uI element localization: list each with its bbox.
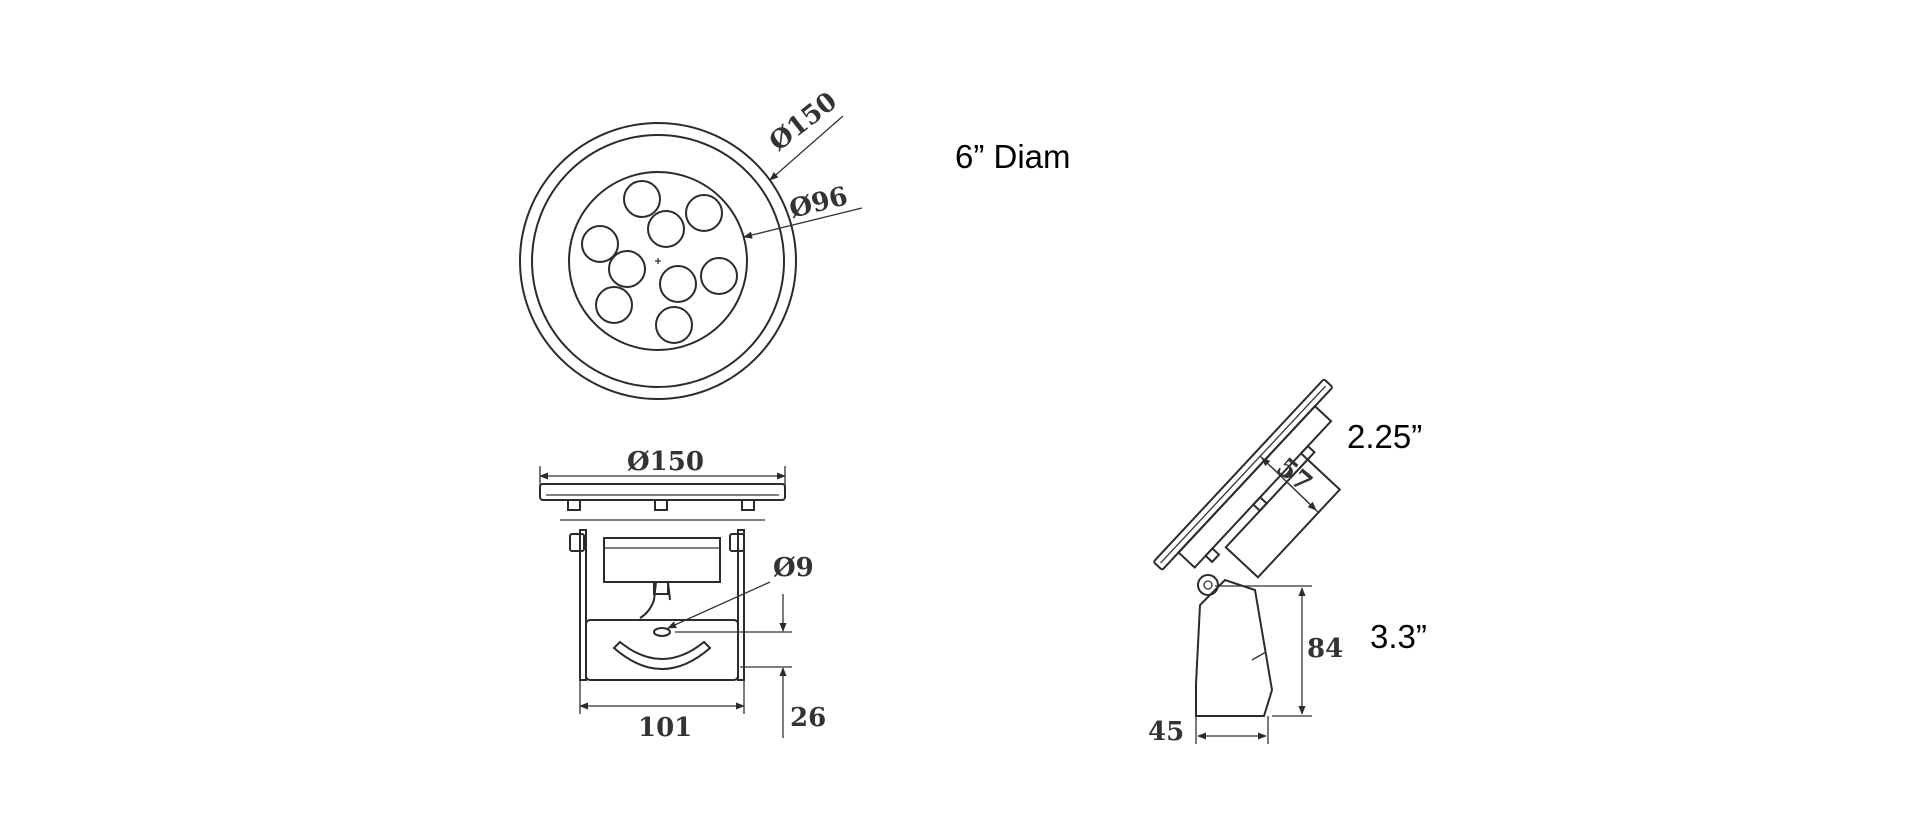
height-note: 3.3” [1370,618,1427,655]
front-view: Ø150 Ø9 26 [539,447,826,743]
pivot-bolt [1197,574,1219,596]
side-view: 57 2.25” 84 3.3” 45 [1148,378,1427,747]
bracket-arm-right [737,529,745,681]
screw-head [567,499,581,511]
mounting-base [585,619,739,681]
inner-diameter-leader [743,207,863,239]
led-lens [623,180,661,218]
flange [539,483,786,501]
bracket-arm-left [579,529,587,681]
outer-diameter-leader [769,115,844,181]
height-label: 84 [1307,634,1343,664]
front-width-label: Ø150 [627,447,704,477]
tilted-housing [1177,404,1333,569]
depth-note: 2.25” [1347,418,1422,455]
cable-hole-label: Ø9 [773,553,814,583]
side-bracket [1195,578,1274,717]
led-lens [647,210,685,248]
cable-hole [653,627,671,637]
led-lens [608,250,646,288]
adjustment-slot [612,640,712,670]
driver-housing [603,537,721,583]
pivot-bolt-center [1203,580,1213,590]
inner-diameter-label: Ø96 [786,181,850,224]
bracket-detail [1251,651,1267,661]
base-label: 45 [1148,717,1184,747]
depth-dimension [1261,457,1317,511]
cable-hole-leader [667,581,771,629]
cable-gland [653,581,669,595]
led-lens [595,286,633,324]
screw-head [654,499,668,511]
outer-rim [519,122,797,400]
led-lens [655,306,693,344]
base-width-label: 101 [638,713,692,743]
lens-face [568,171,748,351]
led-lens [581,225,619,263]
base-height-label: 26 [790,703,826,733]
led-array [581,180,738,344]
led-lens [659,265,697,303]
tilted-screw [1251,495,1269,513]
top-view: Ø150 Ø96 6” Diam [519,87,1071,400]
outer-rim-inner-edge [531,134,785,388]
outer-diameter-label: Ø150 [764,87,843,158]
led-lens [700,257,738,295]
bracket-knob-left [569,533,585,552]
screw-head [741,499,755,511]
tilted-lens-edge [1160,385,1327,564]
tilted-screw [1299,444,1316,461]
tilted-screw [1204,547,1221,564]
center-mark [655,258,661,264]
led-lens [685,194,723,232]
diameter-note: 6” Diam [955,138,1071,175]
